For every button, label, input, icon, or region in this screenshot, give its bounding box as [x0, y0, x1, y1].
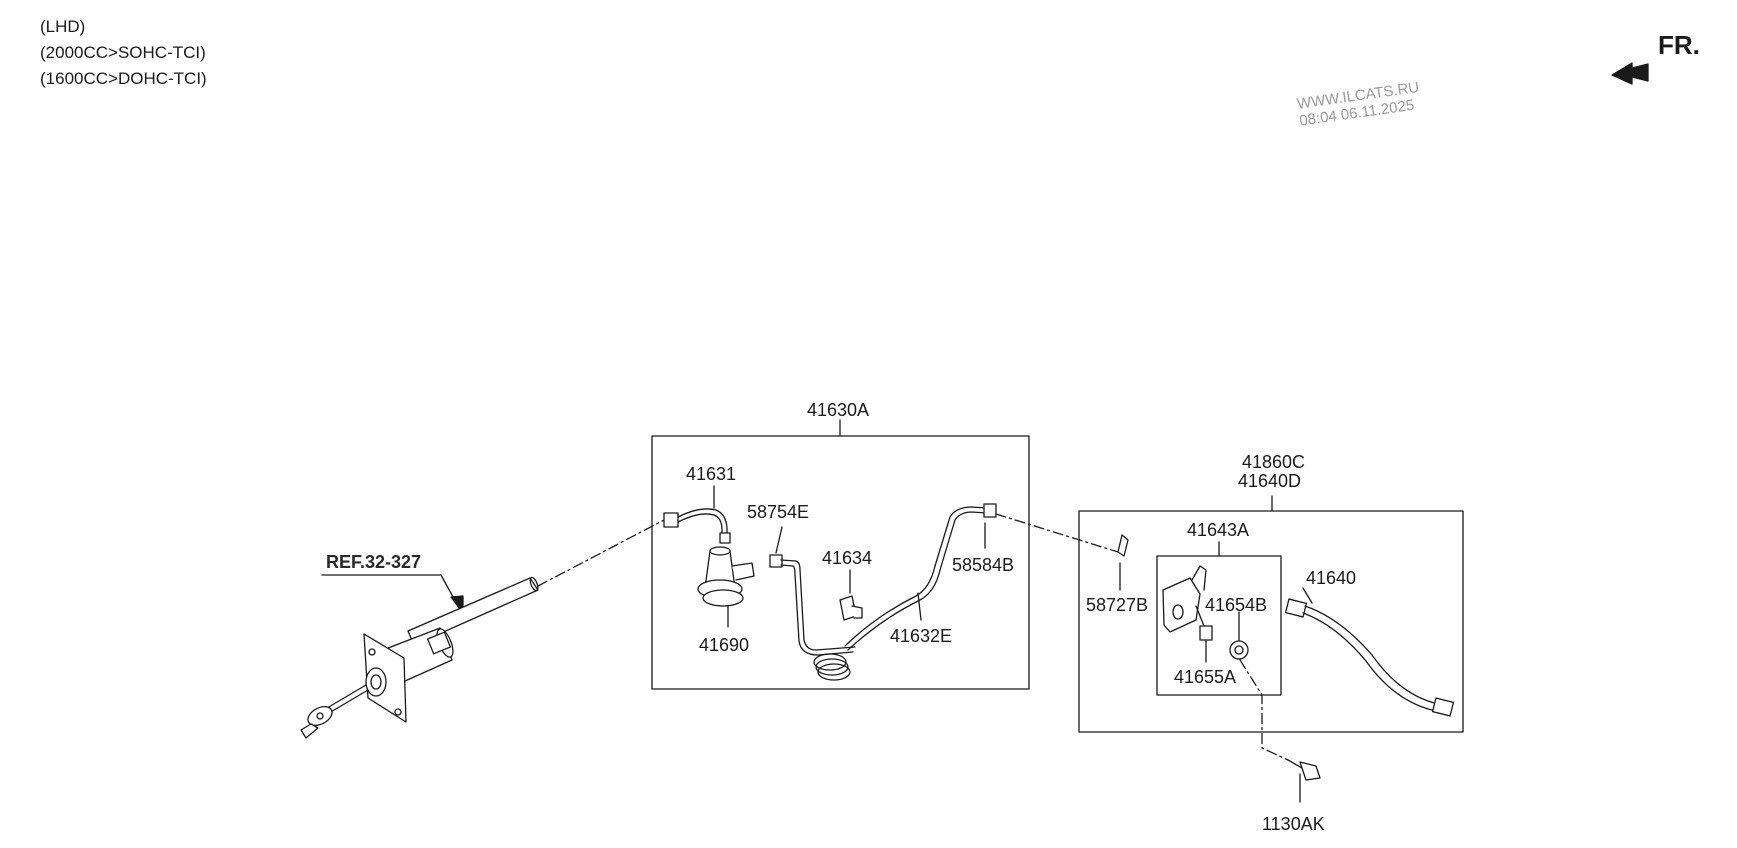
part-label-1130AK[interactable]: 1130AK — [1262, 814, 1325, 834]
bolt-1130AK — [1287, 759, 1321, 803]
ref-label[interactable]: REF.32-327 — [326, 552, 421, 572]
part-label-41690[interactable]: 41690 — [699, 635, 749, 655]
part-label-41640[interactable]: 41640 — [1306, 568, 1356, 588]
header-notes: (LHD) (2000CC>SOHC-TCI) (1600CC>DOHC-TCI… — [40, 14, 207, 92]
note-line-1: (LHD) — [40, 17, 86, 36]
part-label-41860C[interactable]: 41860C — [1242, 452, 1305, 472]
hose-assembly-41640D — [1078, 495, 1464, 761]
part-label-41655A[interactable]: 41655A — [1174, 667, 1236, 687]
front-direction-label: FR. — [1658, 30, 1700, 60]
note-line-3: (1600CC>DOHC-TCI) — [40, 69, 207, 88]
part-label-41654B[interactable]: 41654B — [1205, 595, 1267, 615]
part-label-58727B[interactable]: 58727B — [1086, 595, 1148, 615]
part-label-41630A[interactable]: 41630A — [807, 400, 869, 420]
part-label-41634[interactable]: 41634 — [822, 548, 872, 568]
note-line-2: (2000CC>SOHC-TCI) — [40, 43, 206, 62]
pipe-assembly-41630A — [651, 419, 1030, 690]
arrow-left-icon — [1611, 62, 1649, 85]
part-label-41643A[interactable]: 41643A — [1187, 520, 1249, 540]
part-label-58754E[interactable]: 58754E — [747, 502, 809, 522]
part-label-41631[interactable]: 41631 — [686, 464, 736, 484]
part-label-58584B[interactable]: 58584B — [952, 555, 1014, 575]
part-label-41640D[interactable]: 41640D — [1238, 471, 1301, 491]
clutch-master-cylinder — [300, 519, 665, 739]
part-label-41632E[interactable]: 41632E — [890, 626, 952, 646]
